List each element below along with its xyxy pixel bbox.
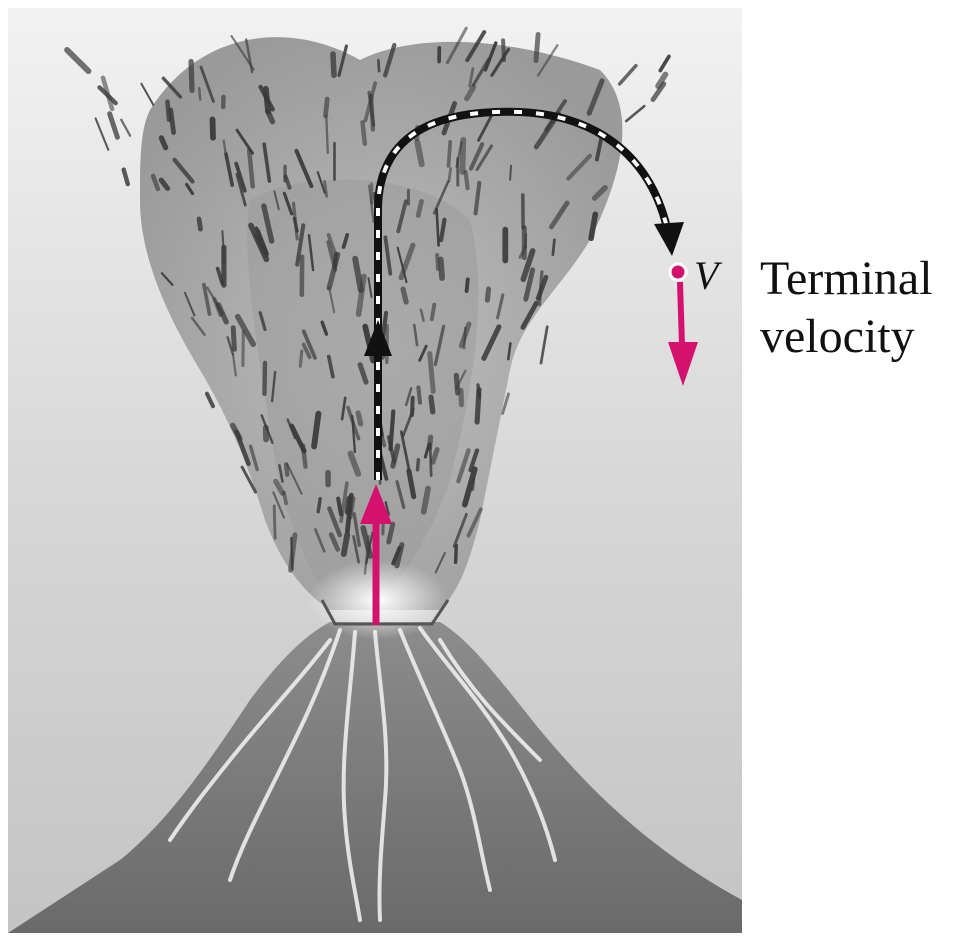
debris-streak	[191, 62, 192, 91]
debris-streak	[344, 535, 347, 554]
debris-streak	[199, 219, 201, 229]
debris-streak	[449, 169, 451, 182]
debris-streak	[284, 493, 286, 504]
debris-streak	[325, 182, 327, 197]
velocity-symbol: V	[694, 252, 718, 299]
debris-streak	[464, 328, 465, 349]
debris-streak	[318, 499, 320, 512]
debris-streak	[441, 260, 442, 278]
debris-streak	[171, 110, 174, 133]
debris-streak	[478, 385, 480, 397]
debris-streak	[335, 254, 336, 266]
debris-streak	[431, 397, 433, 412]
debris-streak	[264, 363, 265, 394]
debris-streak	[358, 413, 361, 424]
debris-streak	[418, 201, 421, 215]
debris-streak	[418, 460, 419, 470]
particle-point-icon	[670, 264, 686, 280]
debris-streak	[466, 172, 468, 188]
debris-streak	[456, 546, 457, 563]
debris-streak	[462, 140, 463, 172]
terminal-line-2: velocity	[760, 308, 933, 366]
debris-streak	[213, 119, 214, 137]
debris-streak	[274, 506, 275, 538]
debris-streak	[403, 289, 406, 302]
debris-streak	[338, 499, 341, 515]
debris-streak	[430, 443, 431, 475]
debris-streak	[437, 255, 438, 269]
debris-streak	[286, 465, 287, 475]
debris-streak	[378, 60, 379, 71]
debris-streak	[326, 99, 328, 116]
debris-streak	[300, 351, 302, 366]
debris-streak	[363, 122, 365, 144]
terminal-velocity-label: Terminal velocity	[760, 250, 933, 366]
debris-streak	[430, 354, 433, 392]
terminal-line-1: Terminal	[760, 250, 933, 308]
debris-streak	[449, 142, 451, 166]
debris-streak	[418, 388, 420, 403]
debris-streak	[199, 88, 200, 100]
debris-streak	[326, 116, 328, 153]
debris-streak	[487, 289, 488, 300]
debris-streak	[417, 142, 421, 164]
debris-streak	[536, 34, 538, 60]
debris-streak	[348, 499, 350, 512]
debris-streak	[467, 279, 468, 291]
debris-streak	[233, 328, 234, 350]
debris-streak	[432, 305, 435, 320]
debris-streak	[510, 166, 511, 180]
debris-streak	[553, 240, 555, 255]
debris-streak	[412, 398, 413, 415]
debris-streak	[333, 54, 334, 75]
debris-streak	[456, 375, 457, 393]
